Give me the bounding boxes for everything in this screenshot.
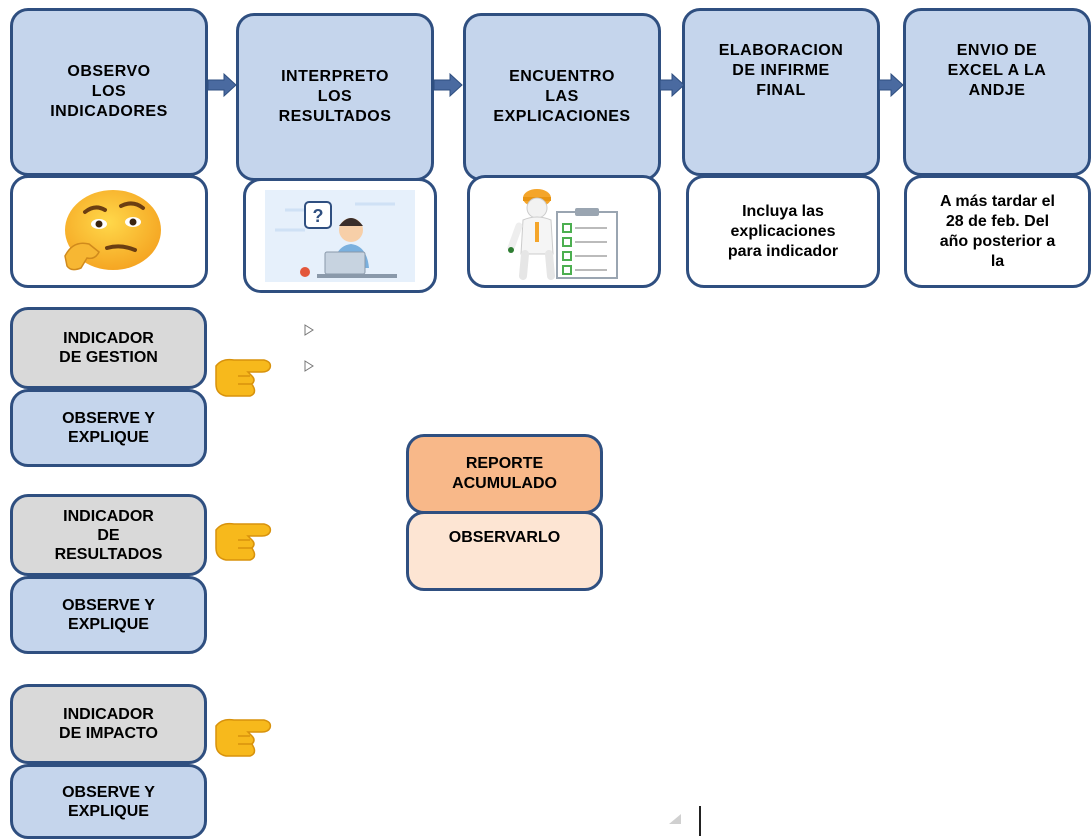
report-action: OBSERVARLO bbox=[406, 511, 603, 591]
card-deadline: A más tardar el 28 de feb. Del año poste… bbox=[904, 175, 1091, 288]
card-question-person: ? bbox=[243, 178, 437, 293]
arrow-icon bbox=[208, 72, 237, 98]
pointing-hand-icon bbox=[215, 522, 272, 561]
step-observe: OBSERVO LOS INDICADORES bbox=[10, 8, 208, 176]
pointing-hand-icon bbox=[215, 718, 272, 757]
indicator-impacto-action: OBSERVE Y EXPLIQUE bbox=[10, 764, 207, 839]
worker-checklist-icon bbox=[507, 188, 618, 280]
person-at-laptop-icon: ? bbox=[265, 189, 415, 282]
indicator-impacto: INDICADOR DE IMPACTO bbox=[10, 684, 207, 764]
indicator-gestion-action: OBSERVE Y EXPLIQUE bbox=[10, 389, 207, 467]
report-accumulated: REPORTE ACUMULADO bbox=[406, 434, 603, 514]
thinking-face-icon bbox=[64, 189, 161, 270]
step-interpret: INTERPRETO LOS RESULTADOS bbox=[236, 13, 434, 181]
arrow-icon bbox=[879, 72, 904, 98]
card-thinking bbox=[10, 175, 208, 288]
triangle-marker-icon bbox=[304, 324, 314, 336]
card-worker bbox=[467, 175, 661, 288]
text-cursor bbox=[699, 806, 701, 836]
resize-grip-icon bbox=[669, 814, 681, 824]
indicator-gestion: INDICADOR DE GESTION bbox=[10, 307, 207, 389]
pointing-hand-icon bbox=[215, 358, 272, 397]
triangle-marker-icon bbox=[304, 360, 314, 372]
card-include-explanations: Incluya las explicaciones para indicador bbox=[686, 175, 880, 288]
step-find-explanations: ENCUENTRO LAS EXPLICACIONES bbox=[463, 13, 661, 181]
indicator-resultados-action: OBSERVE Y EXPLIQUE bbox=[10, 576, 207, 654]
svg-text:?: ? bbox=[313, 206, 324, 226]
step-send-excel: ENVIO DE EXCEL A LA ANDJE bbox=[903, 8, 1091, 176]
arrow-icon bbox=[434, 72, 463, 98]
indicator-resultados: INDICADOR DE RESULTADOS bbox=[10, 494, 207, 576]
arrow-icon bbox=[660, 72, 685, 98]
step-final-report: ELABORACION DE INFIRME FINAL bbox=[682, 8, 880, 176]
